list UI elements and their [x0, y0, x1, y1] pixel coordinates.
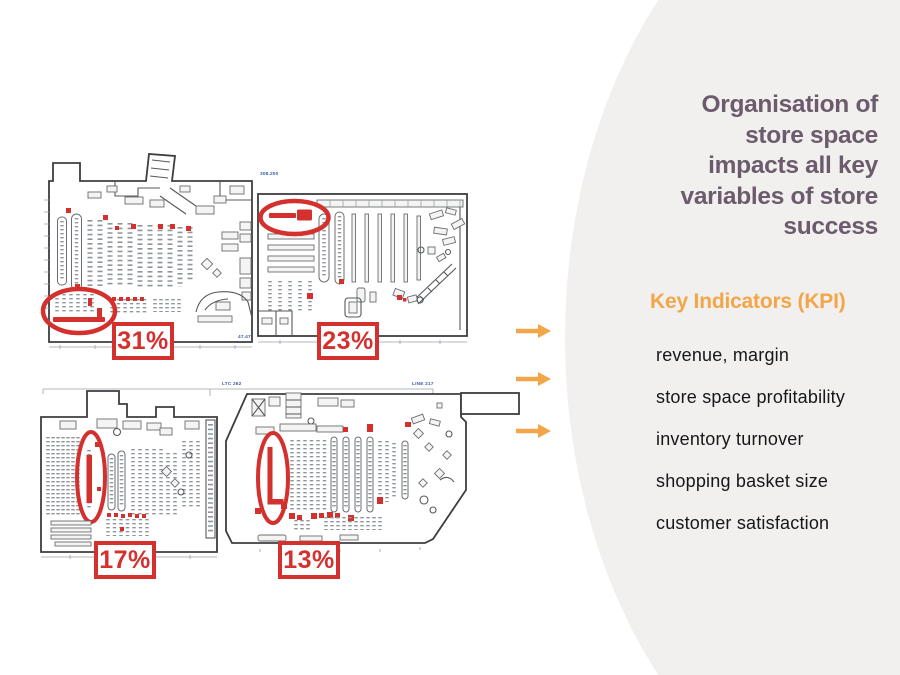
title-line: success	[783, 213, 878, 240]
kpi-list: revenue, margin store space profitabilit…	[656, 334, 845, 544]
right-arrow-icon	[516, 372, 551, 386]
kpi-item: customer satisfaction	[656, 512, 830, 533]
title-line: Organisation of	[701, 91, 878, 118]
title-line: variables of store	[680, 182, 879, 210]
share-label-top-right: 23%	[317, 322, 379, 360]
kpi-item: inventory turnover	[656, 428, 804, 449]
right-arrow-icon	[516, 324, 551, 338]
title-line: store space	[745, 121, 878, 149]
page-title: Organisation of store space impacts all …	[618, 90, 879, 243]
kpi-item: store space profitability	[656, 386, 846, 407]
dimension-note: 47.47	[238, 335, 251, 340]
share-label-bottom-right: 13%	[278, 541, 340, 579]
floorplan-top-left	[40, 153, 253, 349]
share-label-top-left: 31%	[112, 322, 174, 360]
dimension-note: LINE 217	[412, 382, 434, 387]
share-label-bottom-left: 17%	[94, 541, 156, 579]
dimension-note: 308.200	[260, 172, 279, 177]
kpi-heading: Key Indicators (KPI)	[650, 290, 846, 313]
floorplan-bottom-right	[225, 392, 520, 552]
right-arrow-icon	[516, 424, 551, 438]
dimension-note: LTC 262	[222, 382, 242, 387]
background-blob	[565, 0, 900, 675]
kpi-item: shopping basket size	[656, 470, 829, 491]
floorplan-bottom-left	[40, 388, 434, 559]
floorplan-top-right	[257, 193, 468, 344]
kpi-item: revenue, margin	[656, 344, 790, 365]
title-line: impacts all key	[708, 152, 878, 179]
